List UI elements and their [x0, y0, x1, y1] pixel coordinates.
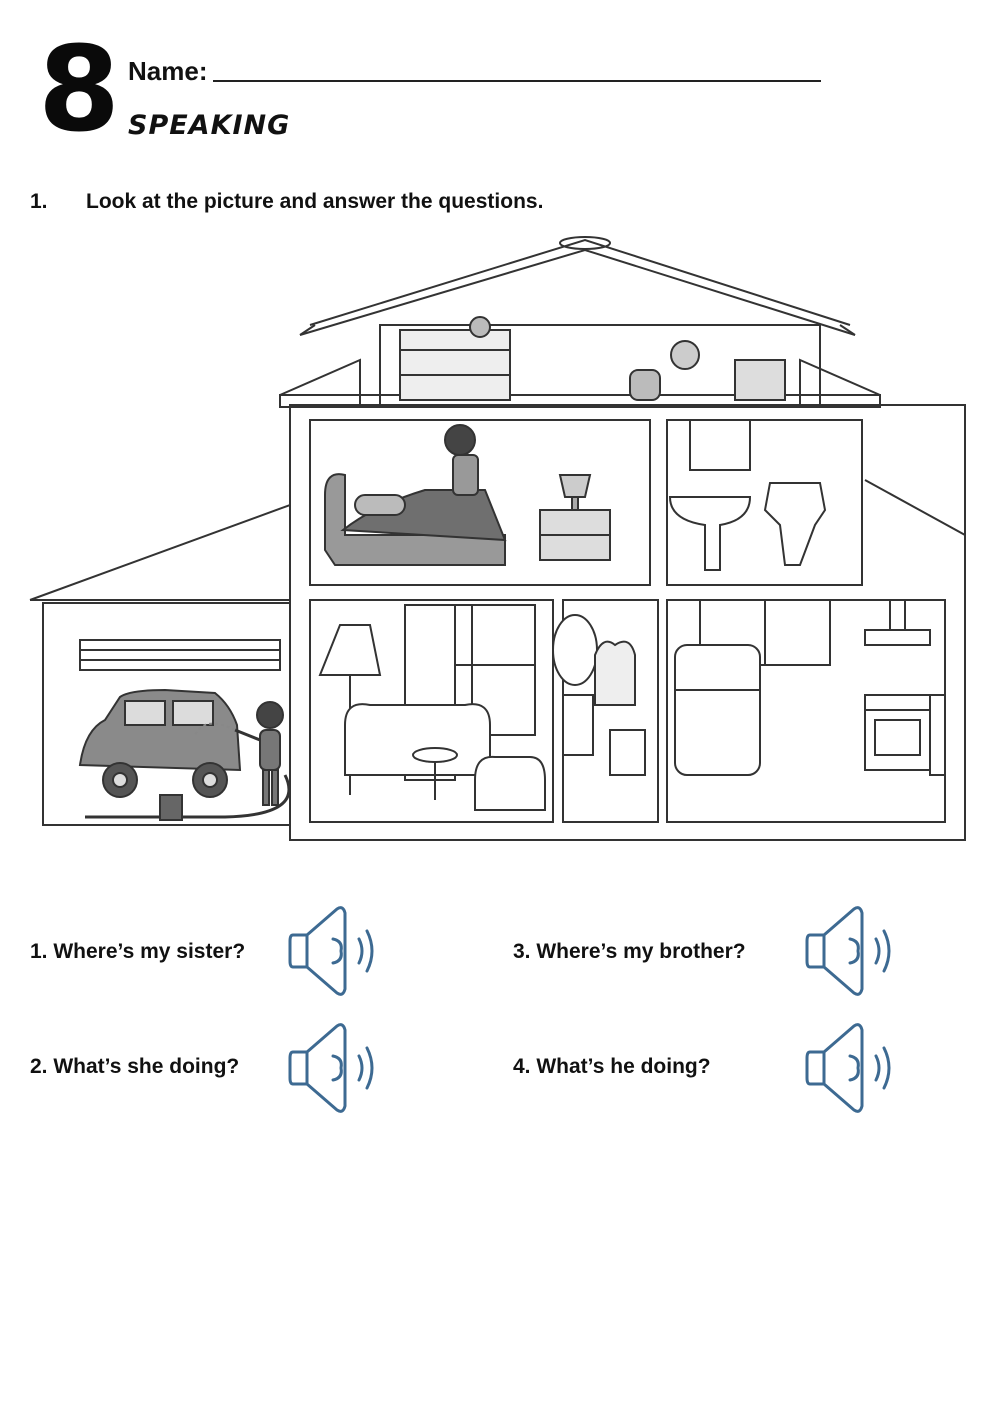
name-answer-line[interactable]	[213, 80, 821, 82]
instruction-number: 1.	[30, 190, 48, 213]
girl-washing-car	[85, 701, 291, 821]
question-3: 3. Where’s my brother?	[513, 940, 746, 963]
attic-roof	[299, 236, 856, 406]
speaker-icon[interactable]	[287, 905, 383, 997]
kitchen	[674, 599, 946, 776]
speaker-icon[interactable]	[287, 1022, 383, 1114]
name-label: Name:	[128, 56, 208, 86]
question-4: 4. What’s he doing?	[513, 1055, 711, 1078]
section-title: SPEAKING	[128, 110, 291, 141]
unit-number: 8	[38, 20, 121, 158]
garage	[29, 503, 291, 840]
speaker-icon[interactable]	[804, 1022, 900, 1114]
car-icon	[78, 688, 242, 798]
instruction-text: Look at the picture and answer the quest…	[86, 190, 544, 213]
living-room	[318, 604, 546, 811]
instruction: 1. Look at the picture and answer the que…	[30, 190, 543, 214]
question-2: 2. What’s she doing?	[30, 1055, 240, 1078]
house-illustration	[29, 236, 966, 841]
speaker-icon[interactable]	[804, 905, 900, 997]
hall	[552, 614, 646, 776]
bathroom	[668, 419, 827, 571]
attic-contents	[399, 316, 786, 401]
bedroom	[324, 424, 611, 566]
question-1: 1. Where’s my sister?	[30, 940, 246, 963]
